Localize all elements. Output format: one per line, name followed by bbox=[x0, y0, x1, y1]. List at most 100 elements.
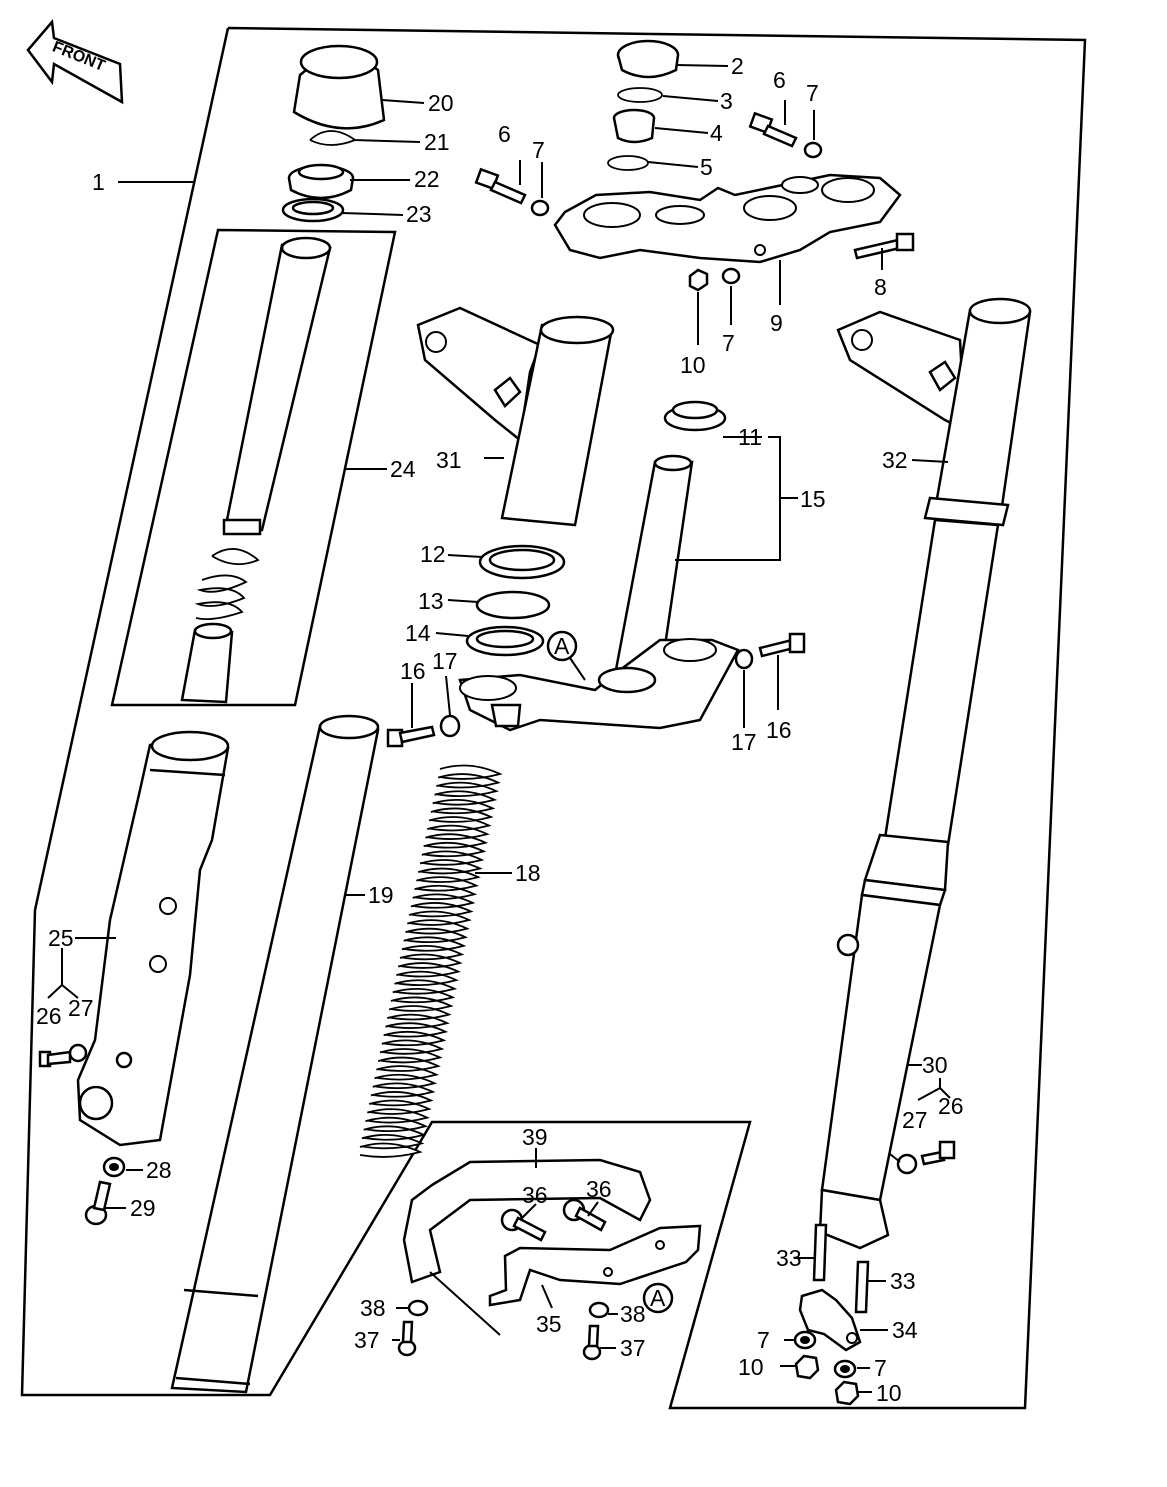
part-35-fender-stay bbox=[488, 1224, 702, 1307]
part-17-washer-right bbox=[734, 648, 754, 670]
part-27-washer-right bbox=[896, 1153, 918, 1175]
part-7-washer-a bbox=[530, 199, 550, 217]
part-6-bolt-left bbox=[474, 167, 527, 205]
svg-text:39: 39 bbox=[522, 1124, 548, 1150]
part-17-washer-left bbox=[439, 714, 461, 738]
svg-text:27: 27 bbox=[902, 1107, 928, 1133]
part-10-nut-top bbox=[688, 268, 709, 292]
svg-text:37: 37 bbox=[620, 1335, 646, 1361]
svg-text:38: 38 bbox=[620, 1301, 646, 1327]
svg-text:34: 34 bbox=[892, 1317, 918, 1343]
marker-a-upper: A bbox=[546, 630, 586, 681]
part-10-nut-left bbox=[794, 1354, 820, 1380]
part-29-bolt bbox=[84, 1180, 112, 1226]
inner-circlip bbox=[211, 548, 260, 566]
svg-text:10: 10 bbox=[680, 352, 706, 378]
svg-text:36: 36 bbox=[586, 1176, 612, 1202]
svg-text:3: 3 bbox=[720, 88, 733, 114]
part-6-bolt-right bbox=[748, 111, 798, 148]
marker-a-lower: A bbox=[642, 1282, 674, 1314]
svg-text:8: 8 bbox=[874, 274, 887, 300]
svg-text:7: 7 bbox=[722, 330, 735, 356]
inner-parts-box bbox=[110, 228, 397, 707]
svg-text:4: 4 bbox=[710, 120, 723, 146]
part-23-washer bbox=[281, 197, 345, 223]
part-26-bolt-left bbox=[38, 1050, 72, 1068]
svg-text:16: 16 bbox=[766, 717, 792, 743]
part-7-washer-d bbox=[793, 1330, 817, 1350]
svg-text:17: 17 bbox=[731, 729, 757, 755]
part-14-race bbox=[465, 625, 545, 657]
part-36-bolt-a bbox=[500, 1208, 547, 1242]
svg-text:7: 7 bbox=[532, 137, 545, 163]
svg-text:33: 33 bbox=[890, 1268, 916, 1294]
svg-text:A: A bbox=[650, 1285, 666, 1311]
part-7-washer-e bbox=[833, 1359, 857, 1379]
part-32-right-bracket bbox=[836, 310, 967, 433]
part-34-axle-clamp bbox=[798, 1288, 862, 1352]
part-13-race bbox=[475, 590, 551, 620]
part-2-cap bbox=[616, 39, 680, 79]
part-8-bolt bbox=[853, 232, 915, 260]
rebound-spring bbox=[194, 574, 248, 621]
svg-text:7: 7 bbox=[757, 1327, 770, 1353]
part-10-nut-right bbox=[834, 1380, 860, 1406]
part-16-bolt-left bbox=[386, 725, 436, 748]
leader-lines bbox=[47, 64, 951, 1393]
svg-text:2: 2 bbox=[731, 53, 744, 79]
svg-text:29: 29 bbox=[130, 1195, 156, 1221]
main-frame-outline bbox=[20, 26, 1087, 1410]
part-33-stud-right bbox=[854, 1260, 870, 1314]
part-37-screw-left bbox=[397, 1320, 417, 1357]
part-27-washer-left bbox=[68, 1043, 88, 1063]
svg-text:16: 16 bbox=[400, 658, 426, 684]
part-20-cap bbox=[292, 44, 386, 130]
part-11-stem-nut bbox=[663, 400, 727, 432]
svg-text:6: 6 bbox=[773, 67, 786, 93]
part-3-ring bbox=[617, 87, 663, 103]
svg-text:23: 23 bbox=[406, 201, 432, 227]
part-31-headlight-bracket bbox=[416, 306, 615, 527]
part-30-right-fork-outer bbox=[818, 833, 950, 1250]
svg-text:36: 36 bbox=[522, 1182, 548, 1208]
part-37-screw-right bbox=[582, 1324, 602, 1361]
part-33-stud-left bbox=[812, 1223, 828, 1282]
part-18-fork-spring bbox=[359, 764, 503, 1158]
part-7-washer-b bbox=[803, 141, 823, 159]
part-16-bolt-right bbox=[758, 632, 806, 658]
svg-text:5: 5 bbox=[700, 154, 713, 180]
part-21-circlip bbox=[309, 130, 357, 146]
part-36-bolt-b bbox=[562, 1198, 607, 1232]
svg-text:1: 1 bbox=[92, 169, 105, 195]
svg-text:10: 10 bbox=[876, 1380, 902, 1406]
svg-text:25: 25 bbox=[48, 925, 74, 951]
svg-text:A: A bbox=[554, 633, 570, 659]
svg-text:38: 38 bbox=[360, 1295, 386, 1321]
front-arrow-icon: FRONT bbox=[26, 19, 124, 105]
svg-text:31: 31 bbox=[436, 447, 462, 473]
part-32-right-fork-tube bbox=[883, 297, 1032, 847]
part-19-left-inner-tube bbox=[170, 714, 380, 1394]
svg-text:9: 9 bbox=[770, 310, 783, 336]
svg-text:35: 35 bbox=[536, 1311, 562, 1337]
svg-text:11: 11 bbox=[738, 424, 762, 450]
part-24-damper-rod bbox=[222, 236, 332, 536]
svg-text:26: 26 bbox=[36, 1003, 62, 1029]
part-28-nut bbox=[102, 1156, 126, 1178]
svg-text:30: 30 bbox=[922, 1052, 948, 1078]
part-38-washer-left bbox=[407, 1299, 429, 1317]
svg-text:32: 32 bbox=[882, 447, 908, 473]
svg-text:37: 37 bbox=[354, 1327, 380, 1353]
callout-labels: 1 2 3 4 5 6 6 7 7 7 7 7 8 9 10 10 10 11 … bbox=[36, 53, 964, 1406]
svg-text:27: 27 bbox=[68, 995, 94, 1021]
part-15-steering-stem bbox=[458, 454, 740, 732]
part-5-oring bbox=[607, 155, 649, 171]
svg-text:14: 14 bbox=[405, 620, 431, 646]
svg-text:6: 6 bbox=[498, 121, 511, 147]
part-4-plug bbox=[612, 108, 656, 144]
svg-text:21: 21 bbox=[424, 129, 450, 155]
svg-text:26: 26 bbox=[938, 1093, 964, 1119]
svg-text:24: 24 bbox=[390, 456, 416, 482]
part-38-washer-right bbox=[588, 1301, 610, 1319]
